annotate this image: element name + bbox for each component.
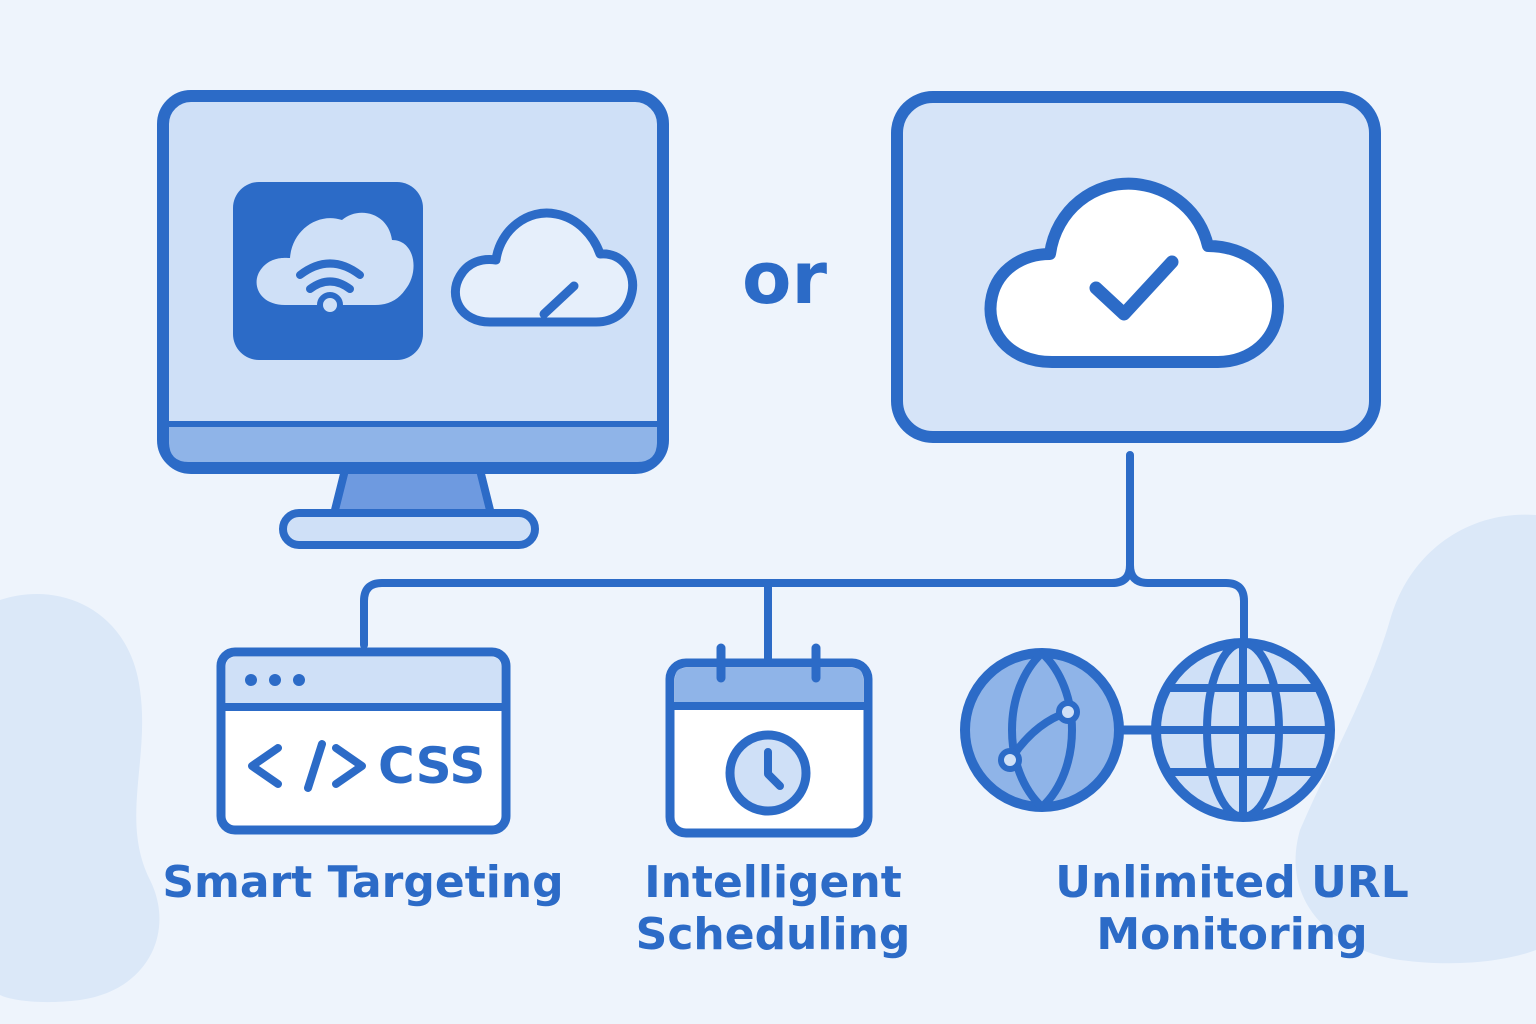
cloud-wifi-icon: [233, 182, 423, 360]
browser-dot: [293, 674, 305, 686]
monitor-base: [279, 509, 539, 549]
feature-unlimited-url-line2: Monitoring: [1096, 909, 1368, 960]
check-mark: [1089, 255, 1179, 321]
browser-code-icon: [216, 647, 511, 835]
calendar-clock-icon: [665, 643, 873, 838]
connector-to-globes: [1126, 561, 1248, 649]
connector-word: or: [742, 236, 827, 320]
feature-unlimited-url-line1: Unlimited URL: [1055, 857, 1409, 908]
code-glyph-icon: [248, 740, 366, 792]
browser-titlebar: [226, 657, 501, 707]
cloud-check-icon: [891, 91, 1381, 443]
cloud-shape: [984, 177, 1284, 368]
css-label: CSS: [378, 737, 486, 795]
cloud-sync-icon: [451, 208, 638, 327]
background-blob-right: [1295, 514, 1536, 964]
background-blob-left: [0, 594, 160, 1003]
globe-network-icon: [960, 648, 1160, 812]
monitor-chin: [169, 424, 657, 462]
feature-intelligent-scheduling-line2: Scheduling: [635, 909, 911, 960]
connector-lines: [360, 451, 1248, 666]
feature-intelligent-scheduling-line1: Intelligent: [644, 857, 902, 908]
globe-icon: [1151, 638, 1335, 822]
browser-dot: [245, 674, 257, 686]
calendar-header: [675, 668, 863, 706]
clock-icon: [725, 730, 811, 816]
browser-dot: [269, 674, 281, 686]
feature-smart-targeting: Smart Targeting: [162, 857, 564, 908]
